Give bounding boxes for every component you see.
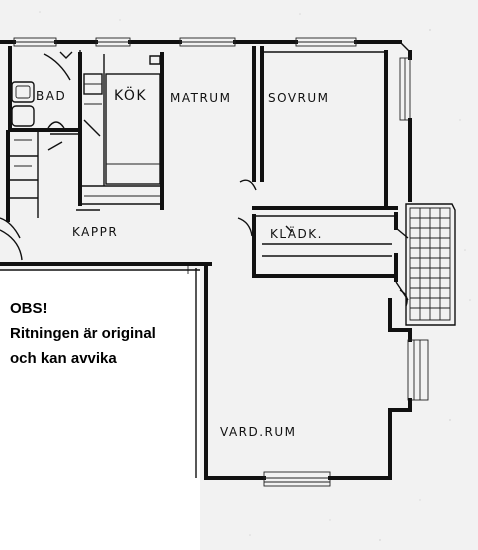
outer-wall-right-upper — [399, 50, 412, 202]
bathroom — [8, 46, 82, 132]
paper-speckle — [39, 11, 471, 541]
wardrobe-kladk — [237, 214, 398, 278]
outer-wall-top — [0, 40, 411, 53]
kitchen — [78, 52, 164, 210]
room-label-kok: KÖK — [114, 86, 147, 104]
room-label-vardrum: VARD.RUM — [220, 425, 297, 439]
note-title: OBS! — [10, 300, 48, 317]
room-label-kappr: KAPPR — [72, 225, 118, 239]
room-labels: BAD KÖK MATRUM SOVRUM KLÄDK. KAPPR VARD.… — [36, 86, 330, 439]
note-line-original: Ritningen är original — [10, 325, 156, 342]
wardrobes-left — [0, 130, 39, 261]
room-label-sovrum: SOVRUM — [268, 91, 330, 105]
bedroom-walls — [239, 46, 398, 217]
disclaimer-note: OBS! Ritningen är original och kan avvik… — [10, 296, 156, 371]
note-line-deviation: och kan avvika — [10, 350, 117, 367]
hall-details — [47, 133, 100, 211]
outer-wall-bottom — [204, 471, 392, 487]
windows-top — [13, 37, 357, 47]
note-box — [0, 270, 200, 550]
outer-wall-right-lower — [388, 339, 429, 480]
room-label-bad: BAD — [36, 89, 66, 103]
room-label-kladk: KLÄDK. — [270, 226, 323, 241]
wall-kappr-bottom — [0, 262, 212, 271]
room-label-matrum: MATRUM — [170, 91, 231, 105]
